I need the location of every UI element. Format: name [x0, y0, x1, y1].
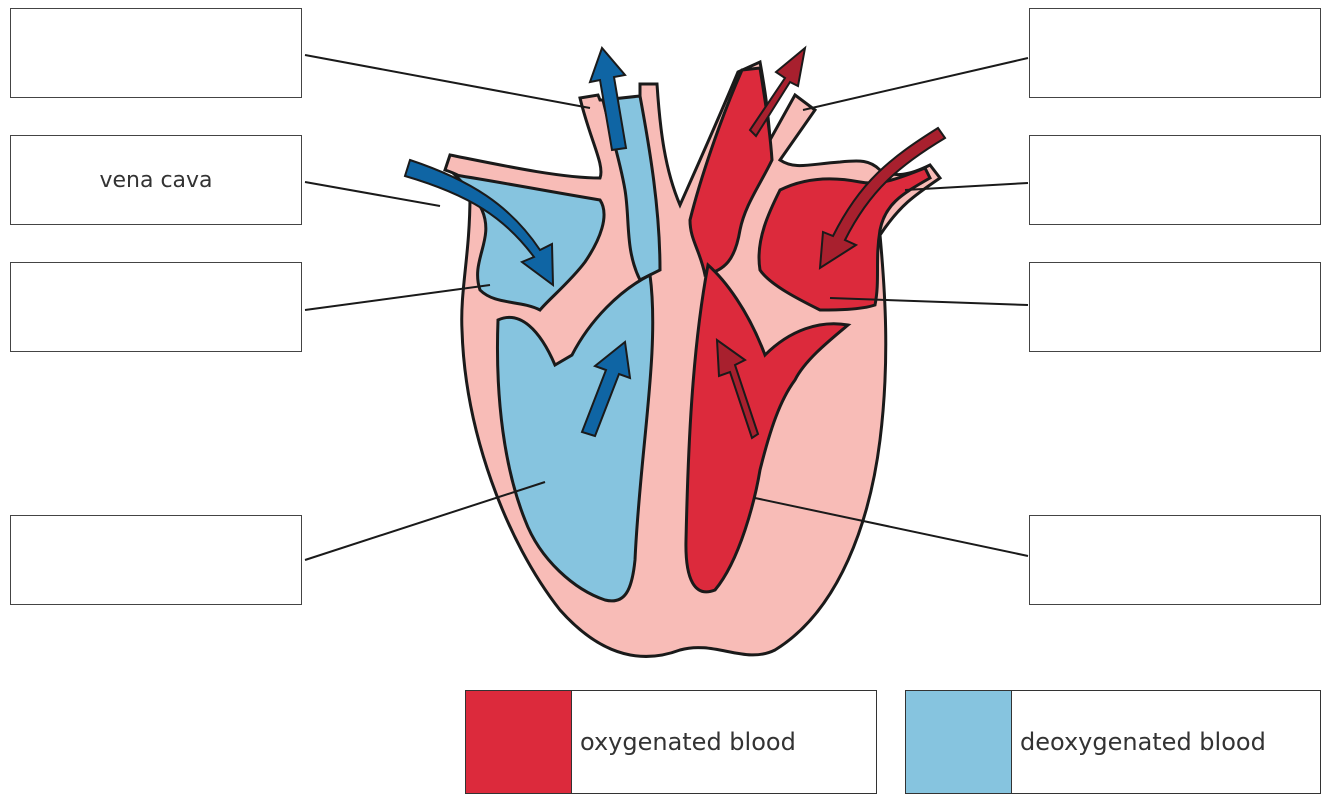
label-box-left-4[interactable]	[10, 515, 302, 605]
leader-line-right-1	[803, 58, 1028, 110]
label-box-left-3[interactable]	[10, 262, 302, 352]
leader-line-left-2	[305, 182, 440, 206]
legend-deoxygenated: deoxygenated blood	[905, 690, 1321, 794]
label-box-right-1[interactable]	[1029, 8, 1321, 98]
legend-oxygenated-label: oxygenated blood	[572, 691, 876, 793]
label-box-right-3[interactable]	[1029, 262, 1321, 352]
swatch-oxygenated	[466, 691, 572, 793]
legend-deoxygenated-label: deoxygenated blood	[1012, 691, 1320, 793]
label-box-right-4[interactable]	[1029, 515, 1321, 605]
label-box-right-2[interactable]	[1029, 135, 1321, 225]
swatch-deoxygenated	[906, 691, 1012, 793]
legend-oxygenated: oxygenated blood	[465, 690, 877, 794]
leader-line-left-1	[305, 55, 590, 108]
label-box-left-1[interactable]	[10, 8, 302, 98]
label-box-vena-cava[interactable]: vena cava	[10, 135, 302, 225]
